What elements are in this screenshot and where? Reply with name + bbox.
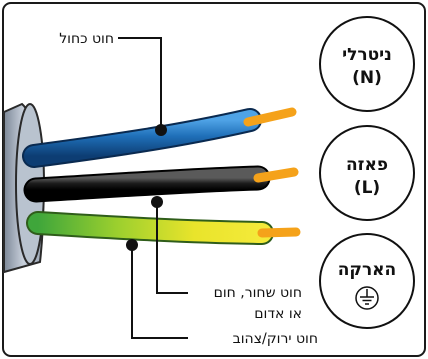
neutral-badge: ניטרלי (N) bbox=[319, 16, 415, 112]
blue-wire-leader bbox=[118, 37, 167, 136]
ground-badge: הארקה bbox=[319, 233, 415, 329]
phase-badge: פאזה (L) bbox=[319, 125, 415, 221]
ground-title: הארקה bbox=[338, 260, 397, 280]
ground-wire-copper-tip bbox=[257, 227, 301, 238]
blue-wire-copper-tip bbox=[243, 107, 297, 127]
black-wire bbox=[23, 165, 299, 203]
ground-wire bbox=[26, 211, 301, 245]
blue-wire-label: חוט כחול bbox=[59, 31, 114, 47]
ground-wire-leader bbox=[126, 239, 188, 339]
ground-wire-label: חוט ירוק/צהוב bbox=[233, 331, 318, 347]
phase-symbol: (L) bbox=[354, 178, 380, 198]
blue-wire bbox=[22, 107, 297, 168]
ground-symbol-icon bbox=[355, 286, 379, 310]
neutral-title: ניטרלי bbox=[342, 45, 392, 65]
phase-title: פאזה bbox=[346, 155, 388, 175]
black-wire-leader bbox=[151, 196, 188, 294]
black-wire-label-line2: או אדום bbox=[254, 306, 302, 322]
neutral-symbol: (N) bbox=[352, 68, 382, 88]
black-wire-copper-tip bbox=[253, 167, 299, 183]
black-wire-label-line1: חוט שחור, חום bbox=[214, 285, 302, 301]
